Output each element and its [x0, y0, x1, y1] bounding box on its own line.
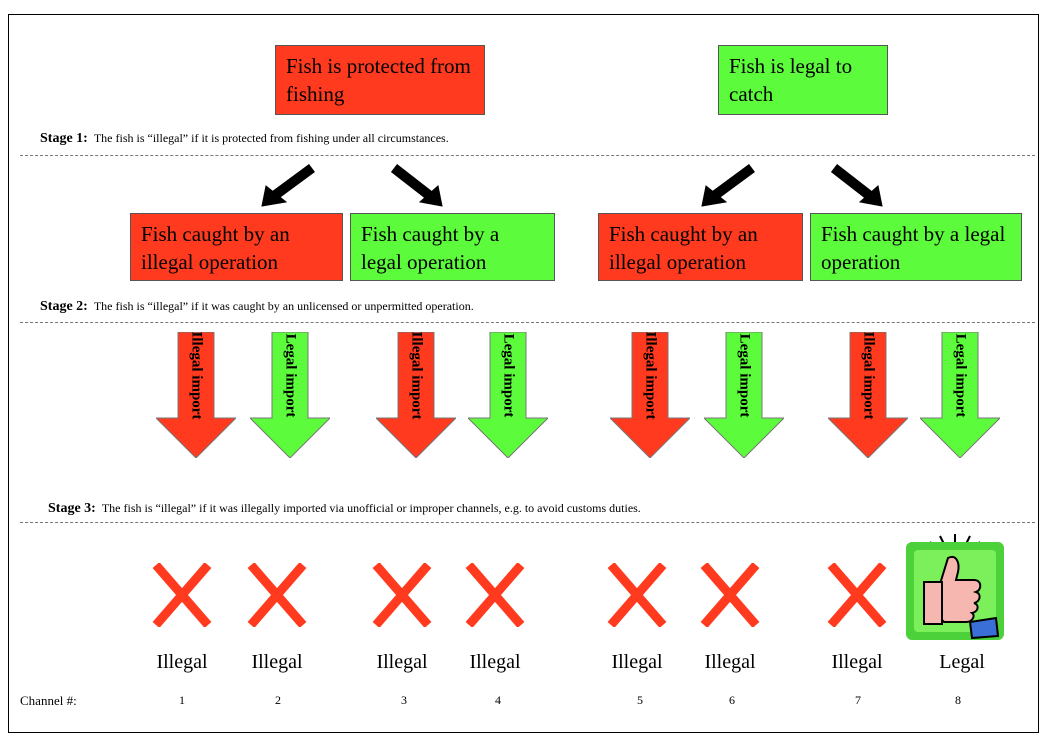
outcome-label: Illegal	[611, 651, 663, 673]
x-mark-icon	[247, 563, 307, 627]
stage2-description: The fish is “illegal” if it was caught b…	[93, 299, 474, 313]
arrow-label: Illegal import	[408, 331, 425, 419]
stage1-divider	[20, 155, 1035, 156]
stage2-label: Stage 2:	[40, 299, 88, 314]
import-arrow-legal: Legal import	[248, 331, 332, 459]
arrow-down-left-icon	[701, 163, 755, 207]
import-arrow-legal: Legal import	[702, 331, 786, 459]
stage2-box-legal-operation: Fish caught by a legal operation	[810, 213, 1022, 281]
outcome-label: Illegal	[831, 651, 883, 673]
arrow-label: Illegal import	[642, 331, 659, 419]
stage2-box-illegal-operation: Fish caught by an illegal operation	[130, 213, 343, 281]
arrow-label: Legal import	[282, 333, 299, 417]
arrow-label: Legal import	[736, 333, 753, 417]
x-mark-icon	[700, 563, 760, 627]
stage2-caption: Stage 2: The fish is “illegal” if it was …	[40, 299, 474, 315]
stage1-box-protected: Fish is protected from fishing	[275, 45, 485, 115]
channel-number: 3	[401, 693, 407, 707]
stage1-description: The fish is “illegal” if it is protected…	[93, 131, 449, 145]
arrow-down-left-icon	[261, 163, 315, 207]
x-mark-icon	[372, 563, 432, 627]
arrow-label: Legal import	[500, 333, 517, 417]
channel-number: 5	[637, 693, 643, 707]
thumbs-up-icon	[906, 534, 1004, 640]
outcome-label: Illegal	[156, 651, 208, 673]
import-arrow-illegal: Illegal import	[826, 331, 910, 459]
x-mark-icon	[607, 563, 667, 627]
channel-number: 2	[275, 693, 281, 707]
channel-label: Channel #:	[20, 693, 77, 708]
import-arrow-legal: Legal import	[918, 331, 1002, 459]
channel-number: 6	[729, 693, 735, 707]
outcome-label: Legal	[939, 651, 985, 673]
channel-number: 8	[955, 693, 961, 707]
import-arrow-legal: Legal import	[466, 331, 550, 459]
arrow-label: Illegal import	[188, 331, 205, 419]
stage1-caption: Stage 1: The fish is “illegal” if it is p…	[40, 131, 449, 147]
stage1-label: Stage 1:	[40, 131, 88, 146]
outcome-label: Illegal	[469, 651, 521, 673]
stage3-label: Stage 3:	[48, 501, 96, 516]
stage1-box-legal: Fish is legal to catch	[718, 45, 888, 115]
import-arrow-illegal: Illegal import	[374, 331, 458, 459]
stage3-caption: Stage 3: The fish is “illegal” if it was …	[48, 501, 641, 517]
diagram-frame	[8, 14, 1039, 733]
stage3-description: The fish is “illegal” if it was illegall…	[101, 501, 641, 515]
channel-number: 1	[179, 693, 185, 707]
outcome-label: Illegal	[251, 651, 303, 673]
stage2-divider	[20, 322, 1035, 323]
branch-arrows	[261, 163, 883, 207]
outcome-label: Illegal	[376, 651, 428, 673]
x-mark-icon	[827, 563, 887, 627]
stage2-box-illegal-operation: Fish caught by an illegal operation	[598, 213, 803, 281]
channel-number: 7	[855, 693, 861, 707]
arrow-label: Illegal import	[860, 331, 877, 419]
arrow-down-right-icon	[390, 164, 443, 207]
arrow-down-right-icon	[830, 164, 883, 207]
x-mark-icon	[465, 563, 525, 627]
outcome-label: Illegal	[704, 651, 756, 673]
stage2-box-legal-operation: Fish caught by a legal operation	[350, 213, 555, 281]
stage3-divider	[20, 522, 1035, 523]
x-mark-icon	[152, 563, 212, 627]
import-arrow-illegal: Illegal import	[608, 331, 692, 459]
import-arrow-illegal: Illegal import	[154, 331, 238, 459]
arrow-label: Legal import	[952, 333, 969, 417]
channel-number: 4	[495, 693, 501, 707]
